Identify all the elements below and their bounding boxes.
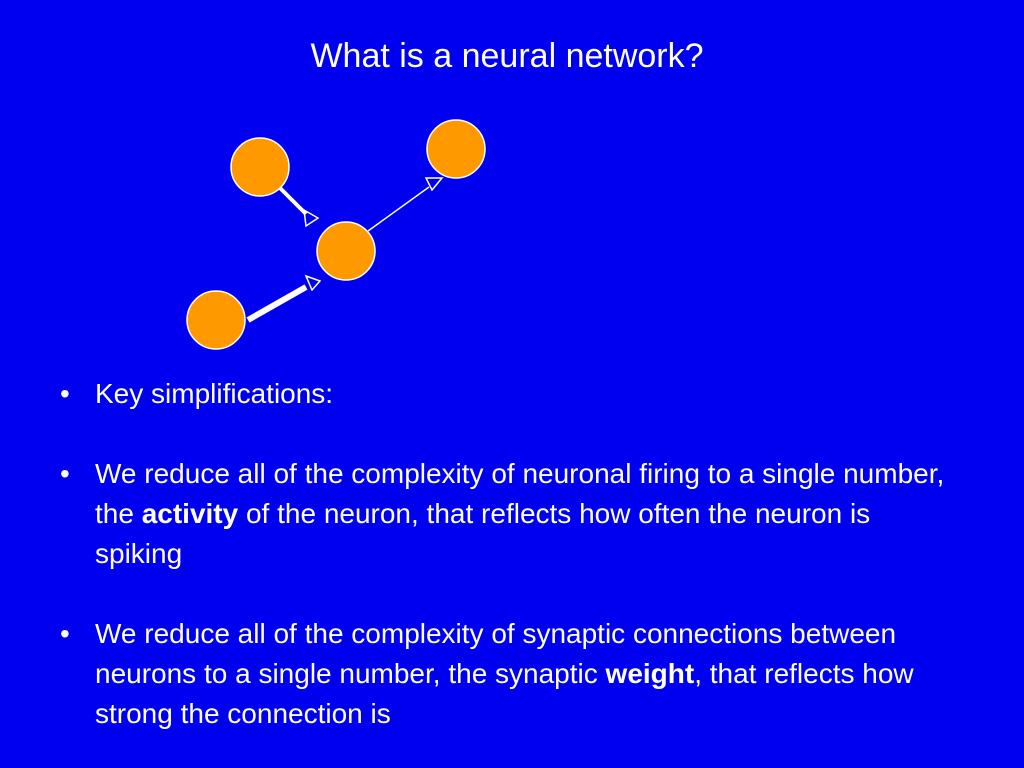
synapse-arrowhead-top-left xyxy=(303,208,320,228)
synapse-bottom-left-to-center xyxy=(246,284,308,323)
synapse-top-left-to-center xyxy=(278,186,308,216)
bullet-item: • We reduce all of the complexity of syn… xyxy=(60,614,960,734)
synapse-arrowhead-top-right xyxy=(424,177,444,192)
synapse-arrowhead-bottom-left xyxy=(304,274,322,292)
bullet-item: • We reduce all of the complexity of neu… xyxy=(60,454,960,574)
bullet-item: • Key simplifications: xyxy=(60,374,960,414)
neuron-top-left xyxy=(230,137,290,197)
bullet-marker: • xyxy=(60,458,70,489)
bullet-marker: • xyxy=(60,378,70,409)
bullet-text: Key simplifications: xyxy=(95,378,334,409)
bullet-list: • Key simplifications: • We reduce all o… xyxy=(60,374,960,734)
neuron-top-right xyxy=(426,119,486,179)
bullet-text-bold: weight xyxy=(605,658,695,689)
slide-title: What is a neural network? xyxy=(310,37,704,75)
synapse-center-to-top-right xyxy=(367,186,430,232)
neuron-bottom-left xyxy=(186,290,246,350)
bullet-text-pre: We reduce all of the complexity of neuro… xyxy=(95,458,945,529)
bullet-marker: • xyxy=(60,618,70,649)
neuron-center xyxy=(316,221,376,281)
bullet-text-post: , that reflects how strong the connectio… xyxy=(95,658,914,729)
bullet-text-bold: activity xyxy=(141,498,239,529)
bullet-text-pre: We reduce all of the complexity of synap… xyxy=(95,618,897,689)
bullet-text-post: of the neuron, that reflects how often t… xyxy=(95,498,871,569)
